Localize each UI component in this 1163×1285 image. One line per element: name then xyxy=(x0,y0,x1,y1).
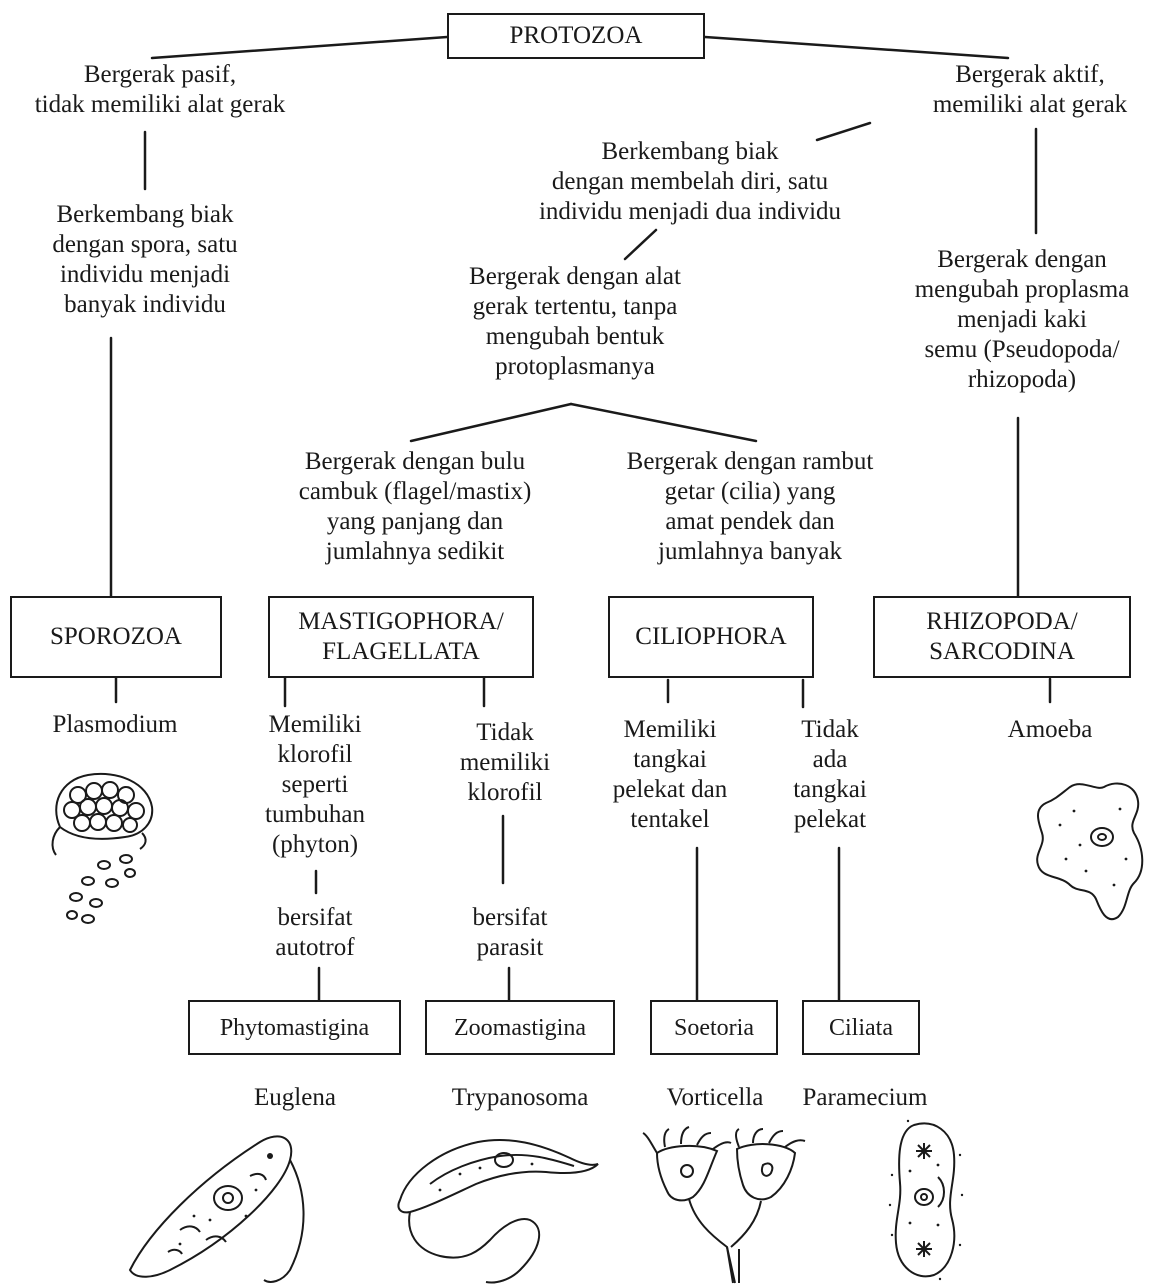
parasite-text: bersifat parasit xyxy=(420,903,600,963)
has-stalk-text: Memiliki tangkai pelekat dan tentakel xyxy=(590,715,750,835)
vorticella-label: Vorticella xyxy=(640,1083,790,1113)
plasmodium-label: Plasmodium xyxy=(10,710,220,740)
phytomastigina-label: Phytomastigina xyxy=(220,1013,369,1043)
autotroph-text: bersifat autotrof xyxy=(230,903,400,963)
rhizopoda-box: RHIZOPODA/ SARCODINA xyxy=(873,596,1131,678)
ciliata-label: Ciliata xyxy=(829,1013,893,1043)
connector xyxy=(705,37,1008,58)
trypanosoma-illustration xyxy=(370,1120,605,1285)
protozoa-label: PROTOZOA xyxy=(510,21,643,51)
flagella-movement-text: Bergerak dengan bulu cambuk (flagel/mast… xyxy=(270,447,560,567)
connector xyxy=(152,37,447,58)
zoomastigina-box: Zoomastigina xyxy=(425,1000,615,1055)
has-chlorophyll-text: Memiliki klorofil seperti tumbuhan (phyt… xyxy=(215,710,415,860)
zoomastigina-label: Zoomastigina xyxy=(454,1013,586,1043)
active-movement-text: Bergerak aktif, memiliki alat gerak xyxy=(900,60,1160,120)
soetoria-label: Soetoria xyxy=(674,1013,754,1043)
ciliata-box: Ciliata xyxy=(802,1000,920,1055)
connector xyxy=(411,404,571,441)
euglena-illustration xyxy=(110,1120,330,1285)
trypanosoma-label: Trypanosoma xyxy=(420,1083,620,1113)
paramecium-label: Paramecium xyxy=(775,1083,955,1113)
no-stalk-text: Tidak ada tangkai pelekat xyxy=(755,715,905,835)
passive-movement-text: Bergerak pasif, tidak memiliki alat gera… xyxy=(0,60,320,120)
amoeba-illustration xyxy=(1030,775,1155,925)
vorticella-illustration xyxy=(635,1125,820,1285)
spore-reproduction-text: Berkembang biak dengan spora, satu indiv… xyxy=(20,200,270,320)
amoeba-label: Amoeba xyxy=(960,715,1140,745)
cilia-movement-text: Bergerak dengan rambut getar (cilia) yan… xyxy=(600,447,900,567)
connector xyxy=(571,404,756,441)
sporozoa-label: SPOROZOA xyxy=(50,622,182,652)
soetoria-box: Soetoria xyxy=(650,1000,778,1055)
phytomastigina-box: Phytomastigina xyxy=(188,1000,401,1055)
organelle-movement-text: Bergerak dengan alat gerak tertentu, tan… xyxy=(430,262,720,382)
mastigophora-box: MASTIGOPHORA/ FLAGELLATA xyxy=(268,596,534,678)
euglena-label: Euglena xyxy=(215,1083,375,1113)
plasmodium-illustration xyxy=(30,765,170,930)
ciliophora-box: CILIOPHORA xyxy=(608,596,814,678)
mastigophora-label: MASTIGOPHORA/ FLAGELLATA xyxy=(298,607,504,667)
paramecium-illustration xyxy=(880,1115,975,1285)
binary-fission-text: Berkembang biak dengan membelah diri, sa… xyxy=(490,137,890,227)
no-chlorophyll-text: Tidak memiliki klorofil xyxy=(420,718,590,808)
rhizopoda-label: RHIZOPODA/ SARCODINA xyxy=(926,607,1077,667)
connector xyxy=(625,230,656,259)
protozoa-box: PROTOZOA xyxy=(447,13,705,59)
sporozoa-box: SPOROZOA xyxy=(10,596,222,678)
pseudopod-movement-text: Bergerak dengan mengubah proplasma menja… xyxy=(882,245,1162,395)
ciliophora-label: CILIOPHORA xyxy=(635,622,786,652)
